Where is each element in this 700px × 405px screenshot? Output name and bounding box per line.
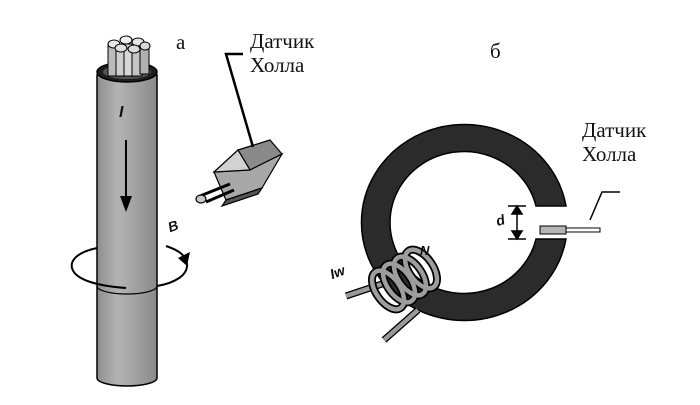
hall-sensor-a (195, 139, 284, 208)
panel-label-b: б (490, 39, 501, 63)
hall-label-b-line1: Датчик (582, 118, 647, 142)
conductor-cable (96, 35, 158, 387)
cable-strands (107, 35, 151, 77)
hall-leader-b (589, 191, 620, 221)
magnetic-field-loop (70, 245, 190, 289)
magnetic-core (360, 123, 567, 322)
current-symbol: I (119, 104, 124, 121)
hall-sensor-label-b: Датчик Холла (582, 118, 646, 166)
hall-label-a-line2: Холла (250, 53, 305, 77)
panel-label-a: а (176, 30, 186, 54)
current-arrow (120, 140, 132, 212)
hall-sensor-b (539, 225, 601, 235)
coil-winding (344, 245, 441, 343)
hall-leader-a (224, 52, 255, 148)
hall-sensor-label-a: Датчик Холла (250, 29, 314, 77)
gap-marker (508, 204, 526, 241)
turns-symbol: N (420, 243, 430, 258)
hall-label-b-line2: Холла (582, 142, 637, 166)
hall-label-a-line1: Датчик (250, 29, 315, 53)
